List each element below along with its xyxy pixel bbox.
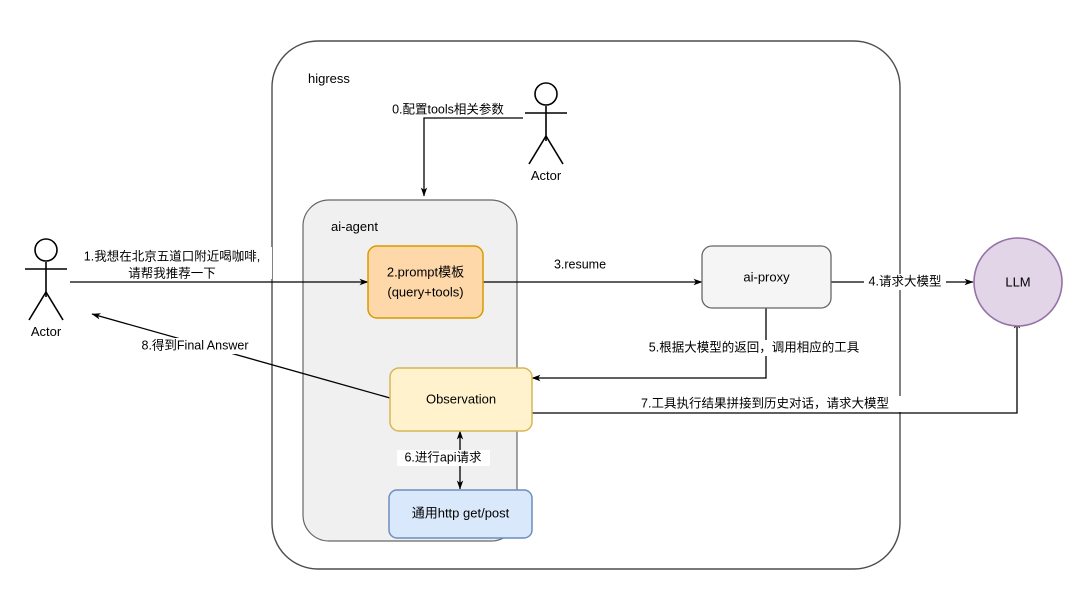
- edge-5-label-bg: [634, 340, 874, 356]
- actor-top-leg-l: [528, 135, 547, 165]
- edge-0-label-bg: [376, 101, 520, 117]
- edge-7-label: 7.工具执行结果拼接到历史对话，请求大模型: [641, 395, 889, 410]
- actor-top-leg-r: [545, 135, 564, 165]
- node-observation-label: Observation: [426, 391, 496, 406]
- edge-6-label-bg: [397, 450, 490, 466]
- edge-7-line: [532, 319, 1021, 414]
- edge-3-label-bg: [546, 257, 614, 273]
- node-observation[interactable]: [389, 367, 533, 432]
- actor-top-label: Actor: [531, 168, 562, 183]
- container-ai-agent-label: ai-agent: [331, 219, 378, 234]
- edge-7-label-bg: [626, 396, 904, 412]
- actor-top-head: [534, 82, 558, 106]
- edge-6-label: 6.进行api请求: [404, 450, 482, 464]
- edge-5-line: [531, 308, 767, 382]
- edge-8-line: [91, 313, 391, 399]
- edge-1-label-line1: 1.我想在北京五道口附近喝咖啡,: [84, 248, 260, 263]
- edge-4-label-bg: [864, 274, 946, 290]
- edge-1-label-bg: [72, 247, 272, 279]
- node-ai-proxy[interactable]: [701, 245, 832, 309]
- actor-left-head: [34, 238, 58, 262]
- edge-1-label-line2: 请帮我推荐一下: [128, 266, 216, 280]
- node-prompt-template-line2: (query+tools): [387, 284, 463, 299]
- edge-0-line: [420, 117, 523, 197]
- edge-0-label: 0.配置tools相关参数: [392, 101, 504, 116]
- edge-8-label: 8.得到Final Answer: [142, 337, 249, 352]
- node-llm[interactable]: [973, 237, 1063, 327]
- actor-left-leg-r: [45, 291, 64, 321]
- container-higress-label: higress: [308, 71, 350, 86]
- node-ai-proxy-label: ai-proxy: [743, 269, 790, 284]
- actor-left-leg-l: [28, 291, 47, 321]
- actor-top[interactable]: Actor: [525, 82, 567, 183]
- edge-3-label: 3.resume: [554, 257, 606, 271]
- node-prompt-template[interactable]: [367, 245, 484, 319]
- node-http[interactable]: [388, 489, 533, 539]
- edge-8-label-bg: [133, 338, 257, 354]
- edge-4-label: 4.请求大模型: [869, 274, 942, 288]
- node-llm-label: LLM: [1005, 274, 1030, 289]
- actor-left[interactable]: Actor: [25, 238, 67, 339]
- edge-5-label: 5.根据大模型的返回，调用相应的工具: [649, 339, 860, 354]
- actor-left-label: Actor: [31, 324, 62, 339]
- node-http-label: 通用http get/post: [412, 505, 510, 520]
- node-prompt-template-line1: 2.prompt模板: [387, 264, 464, 279]
